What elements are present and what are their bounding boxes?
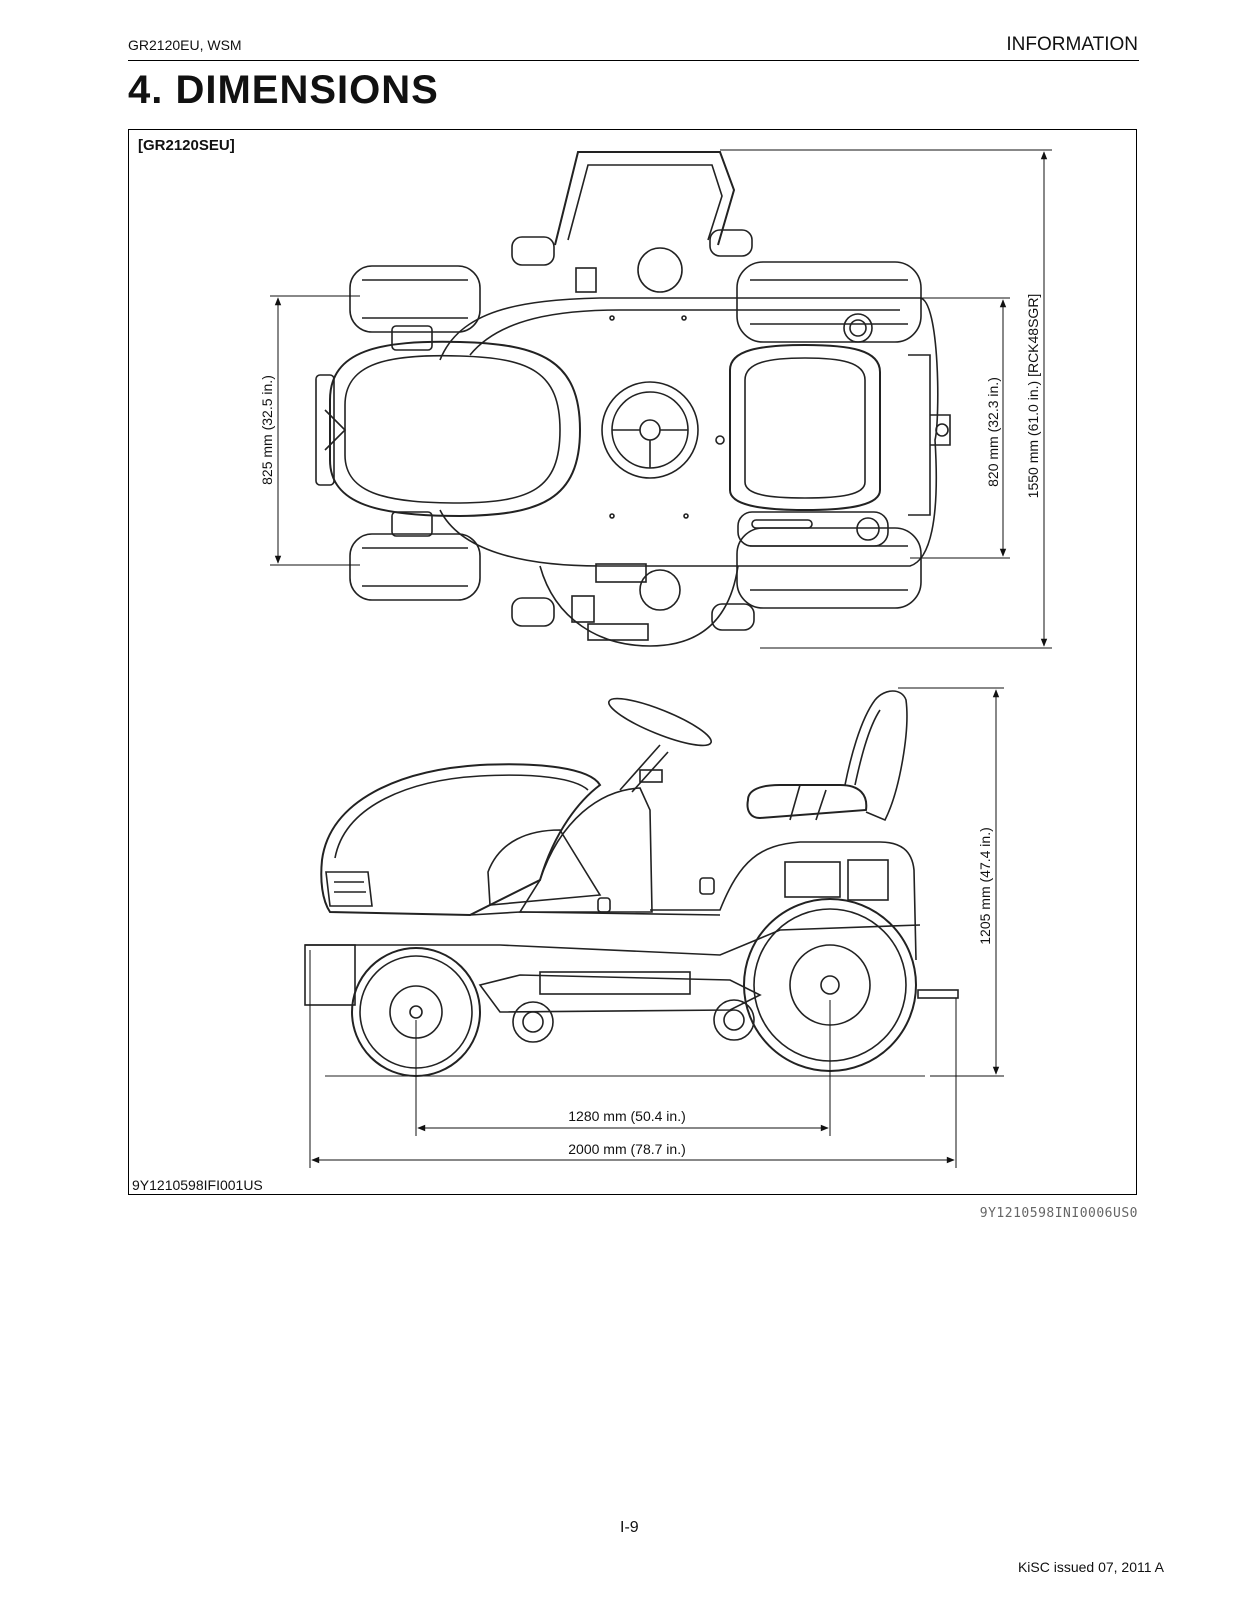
top-view-mower-illustration bbox=[315, 151, 951, 647]
dim-overall-width bbox=[720, 149, 1052, 649]
page-title: 4. DIMENSIONS bbox=[128, 68, 439, 112]
dim-label-overall-height: 1205 mm (47.4 in.) bbox=[977, 827, 993, 945]
header-rule bbox=[128, 60, 1139, 61]
dim-label-front-track: 825 mm (32.5 in.) bbox=[259, 375, 275, 485]
dim-label-rear-track: 820 mm (32.3 in.) bbox=[985, 377, 1001, 487]
dim-front-track bbox=[270, 295, 360, 566]
figure-code: 9Y1210598IFI001US bbox=[132, 1177, 263, 1193]
reference-code: 9Y1210598INI0006US0 bbox=[979, 1206, 1138, 1221]
model-label: [GR2120SEU] bbox=[138, 137, 235, 154]
dim-label-wheelbase: 1280 mm (50.4 in.) bbox=[568, 1108, 686, 1124]
figure-frame bbox=[128, 129, 1137, 1195]
dim-overall-height bbox=[898, 687, 1004, 1077]
dim-label-overall-length: 2000 mm (78.7 in.) bbox=[568, 1141, 686, 1157]
dim-overall-length bbox=[309, 950, 957, 1168]
side-view-mower-illustration bbox=[304, 690, 959, 1077]
dim-label-overall-width: 1550 mm (61.0 in.) [RCK48SGR] bbox=[1025, 294, 1041, 499]
page-number: I-9 bbox=[620, 1519, 639, 1536]
dim-wheelbase bbox=[415, 1000, 831, 1136]
dim-rear-track bbox=[910, 297, 1010, 559]
header-section-name: INFORMATION bbox=[1006, 34, 1138, 55]
header-manual-name: GR2120EU, WSM bbox=[128, 37, 242, 53]
issue-info: KiSC issued 07, 2011 A bbox=[1017, 1559, 1164, 1575]
